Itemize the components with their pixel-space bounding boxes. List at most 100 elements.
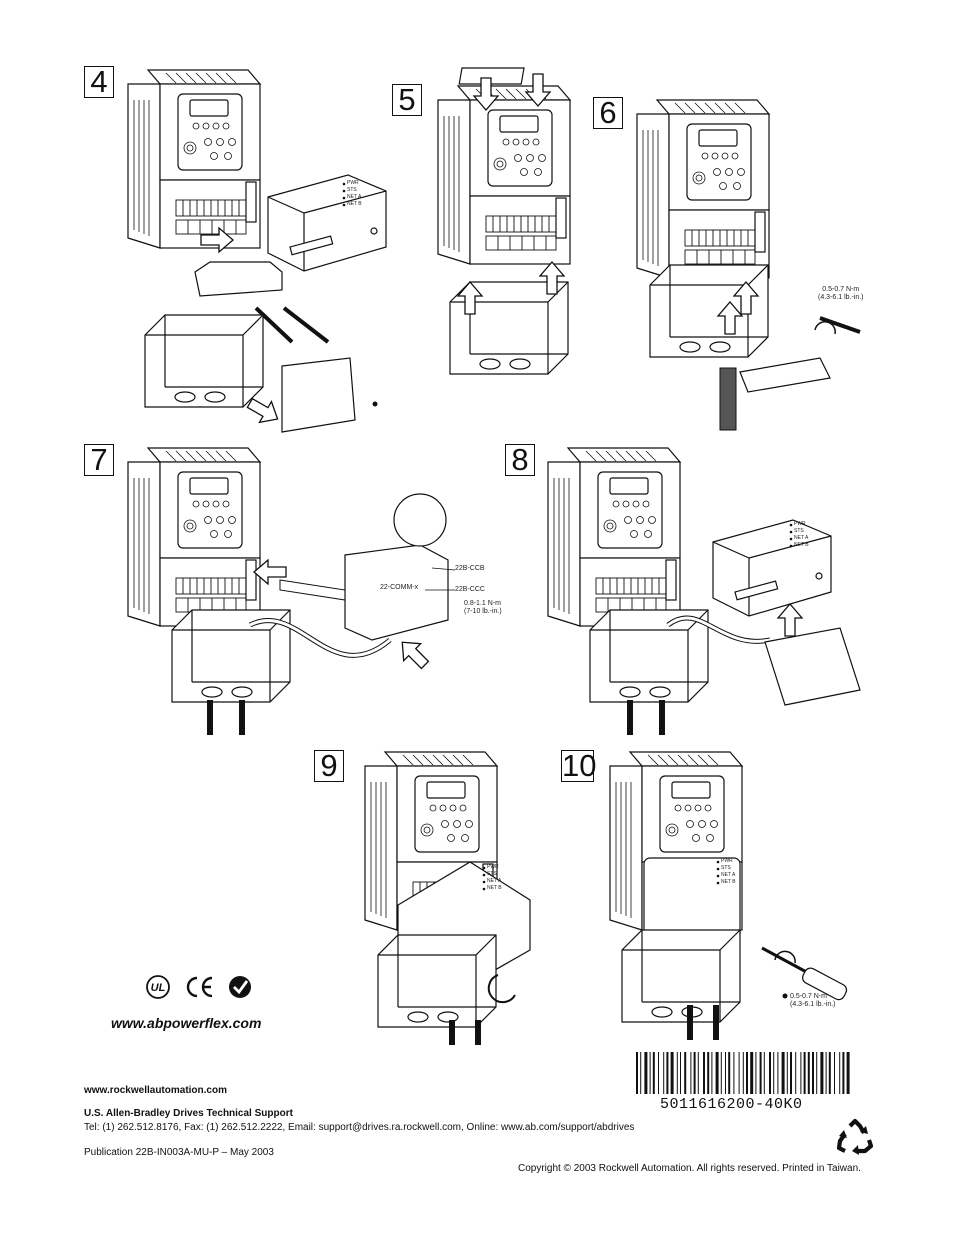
barcode-bar: [800, 1052, 802, 1094]
barcode-bar: [658, 1052, 659, 1094]
barcode-bar: [763, 1052, 765, 1094]
torque-value: 0.5-0.7 N-m: [790, 993, 827, 1000]
barcode-bar: [703, 1052, 705, 1094]
barcode-bar: [842, 1052, 845, 1094]
step4-led-labels: PWR STS NET A NET B: [347, 180, 362, 208]
publication-number: Publication 22B-IN003A-MU-P – May 2003: [84, 1147, 274, 1158]
barcode-bar: [670, 1052, 674, 1094]
barcode-bar: [759, 1052, 762, 1094]
rockwell-url[interactable]: www.rockwellautomation.com: [84, 1085, 227, 1096]
barcode-bar: [834, 1052, 835, 1094]
led-label-pwr: PWR: [487, 864, 499, 870]
led-label-net-a: NET A: [347, 194, 362, 200]
led-label-sts: STS: [347, 187, 357, 193]
torque-label-step10: 0.5-0.7 N-m (4.3-6.1 lb.-in.): [790, 993, 836, 1009]
barcode-bar: [816, 1052, 818, 1094]
barcode-bar: [839, 1052, 841, 1094]
barcode-bar: [769, 1052, 771, 1094]
barcode-bar: [750, 1052, 754, 1094]
barcode-bar: [676, 1052, 678, 1094]
ul-mark-icon: UL: [146, 975, 170, 999]
step9-led-labels: PWR STS NET A NET B: [487, 864, 502, 892]
barcode-bar: [711, 1052, 713, 1094]
led-label-net-a: NET A: [487, 878, 502, 884]
barcode-bar: [781, 1052, 785, 1094]
barcode-bar: [693, 1052, 696, 1094]
ce-mark-icon: [186, 976, 213, 998]
support-contact-line: Tel: (1) 262.512.8176, Fax: (1) 262.512.…: [84, 1122, 635, 1133]
barcode-bar: [649, 1052, 651, 1094]
step-6-number: 6: [593, 97, 623, 129]
step-4-number: 4: [84, 66, 114, 98]
barcode-bar: [680, 1052, 681, 1094]
barcode-bar: [652, 1052, 655, 1094]
support-title: U.S. Allen-Bradley Drives Technical Supp…: [84, 1108, 293, 1119]
barcode-bar: [666, 1052, 669, 1094]
barcode-bar: [697, 1052, 699, 1094]
barcode-bar: [663, 1052, 665, 1094]
barcode-bar: [728, 1052, 731, 1094]
led-label-pwr: PWR: [347, 180, 359, 186]
barcode-bar: [725, 1052, 726, 1094]
copyright: Copyright © 2003 Rockwell Automation. Al…: [518, 1163, 861, 1174]
led-label-net-b: NET B: [721, 879, 736, 885]
led-label-sts: STS: [794, 528, 804, 534]
abpowerflex-website[interactable]: www.abpowerflex.com: [111, 1015, 262, 1031]
barcode-bar: [690, 1052, 692, 1094]
barcode-bar: [738, 1052, 740, 1094]
led-label-net-a: NET A: [721, 872, 736, 878]
step-7-number: 7: [84, 444, 114, 476]
barcode-bar: [786, 1052, 788, 1094]
barcode-bar: [755, 1052, 757, 1094]
c-tick-mark-icon: [229, 976, 251, 998]
barcode-bar: [825, 1052, 827, 1094]
barcode-bar: [790, 1052, 792, 1094]
step-5-number: 5: [392, 84, 422, 116]
led-label-net-b: NET B: [487, 885, 502, 891]
barcode-bar: [707, 1052, 710, 1094]
barcode-number: 5011616200-40K0: [660, 1096, 803, 1113]
barcode-bar: [807, 1052, 810, 1094]
led-label-net-a: NET A: [794, 535, 809, 541]
torque-value-imperial: (7-10 lb.-in.): [464, 608, 502, 615]
barcode-bar: [746, 1052, 748, 1094]
barcode-bar: [777, 1052, 779, 1094]
barcode-bar: [828, 1052, 831, 1094]
recycle-icon: [836, 1118, 874, 1155]
barcode-bar: [733, 1052, 735, 1094]
led-label-net-b: NET B: [347, 201, 362, 207]
barcode-bar: [820, 1052, 824, 1094]
barcode-bar: [640, 1052, 642, 1094]
svg-text:UL: UL: [151, 982, 166, 994]
board-label-ccc: 22B-CCC: [455, 586, 485, 593]
barcode-bar: [715, 1052, 719, 1094]
barcode-bar: [846, 1052, 850, 1094]
torque-value: 0.8-1.1 N-m: [464, 600, 501, 607]
barcode-bar: [684, 1052, 687, 1094]
step10-led-labels: PWR STS NET A NET B: [721, 858, 736, 886]
step-10-number: 10: [561, 748, 597, 783]
led-label-pwr: PWR: [721, 858, 733, 864]
step-9-number: 9: [314, 750, 344, 782]
barcode-bar: [803, 1052, 806, 1094]
torque-value: 0.5-0.7 N-m: [822, 286, 860, 293]
led-label-sts: STS: [721, 865, 731, 871]
led-label-net-b: NET B: [794, 542, 809, 548]
barcode-bar: [773, 1052, 775, 1094]
torque-label-step6: 0.5-0.7 N-m (4.3-6.1 lb.-in.): [818, 286, 864, 302]
barcode: [636, 1052, 850, 1094]
certification-marks: UL: [146, 975, 251, 999]
led-label-pwr: PWR: [794, 521, 806, 527]
step8-led-labels: PWR STS NET A NET B: [794, 521, 809, 549]
torque-label-step7: 0.8-1.1 N-m (7-10 lb.-in.): [464, 600, 502, 616]
barcode-bar: [636, 1052, 638, 1094]
barcode-bar: [812, 1052, 814, 1094]
barcode-bar: [644, 1052, 648, 1094]
barcode-bar: [795, 1052, 797, 1094]
torque-value-imperial: (4.3-6.1 lb.-in.): [818, 294, 864, 301]
torque-value-imperial: (4.3-6.1 lb.-in.): [790, 1001, 836, 1008]
board-label-ccb: 22B-CCB: [455, 565, 485, 572]
barcode-bar: [742, 1052, 744, 1094]
barcode-bar: [720, 1052, 722, 1094]
